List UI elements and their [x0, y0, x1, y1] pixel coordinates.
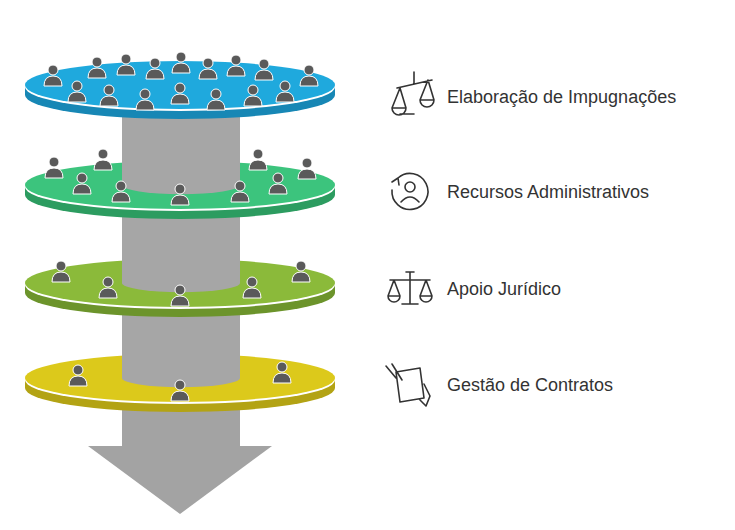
person-icon	[175, 184, 185, 194]
person-icon	[104, 85, 114, 95]
person-icon	[269, 184, 287, 194]
person-icon	[140, 89, 150, 99]
person-icon	[92, 57, 102, 67]
person-icon	[175, 285, 185, 295]
person-icon	[49, 157, 59, 167]
person-icon	[199, 69, 217, 79]
disc-top	[25, 61, 335, 109]
person-icon	[203, 58, 213, 68]
person-icon	[249, 160, 267, 170]
person-icon	[175, 380, 185, 390]
person-icon	[244, 96, 262, 106]
person-icon	[292, 272, 310, 282]
person-icon	[136, 100, 154, 110]
person-icon	[277, 362, 287, 372]
person-icon	[72, 81, 82, 91]
person-icon	[112, 192, 130, 202]
person-icon	[56, 261, 66, 271]
person-icon	[77, 173, 87, 183]
person-icon	[171, 391, 189, 401]
person-icon	[116, 181, 126, 191]
person-icon	[94, 160, 112, 170]
contract-icon	[386, 364, 430, 406]
person-icon	[304, 65, 314, 75]
side-icons	[386, 72, 434, 406]
person-icon	[211, 89, 221, 99]
person-icon	[255, 70, 273, 80]
disc-stack	[25, 52, 335, 514]
person-icon	[172, 63, 190, 73]
person-icon	[171, 94, 189, 104]
person-icon	[248, 85, 258, 95]
person-icon	[227, 66, 245, 76]
person-icon	[273, 373, 291, 383]
person-icon	[259, 59, 269, 69]
person-icon	[45, 168, 63, 178]
person-icon	[171, 296, 189, 306]
layer-label: Apoio Jurídico	[447, 278, 561, 300]
person-icon	[73, 365, 83, 375]
person-icon	[69, 376, 87, 386]
person-icon	[298, 169, 316, 179]
person-icon	[103, 277, 113, 287]
appeal-icon	[392, 173, 428, 209]
person-icon	[117, 65, 135, 75]
person-icon	[247, 277, 257, 287]
person-icon	[150, 58, 160, 68]
person-icon	[296, 261, 306, 271]
legal-icon	[388, 272, 432, 304]
person-icon	[68, 92, 86, 102]
person-icon	[121, 54, 131, 64]
arrow-head	[88, 446, 272, 514]
person-icon	[88, 68, 106, 78]
person-icon	[280, 81, 290, 91]
scale-icon	[392, 72, 434, 115]
person-icon	[146, 69, 164, 79]
person-icon	[231, 55, 241, 65]
person-icon	[300, 76, 318, 86]
layer-label: Recursos Administrativos	[447, 181, 649, 203]
person-icon	[100, 96, 118, 106]
person-icon	[48, 65, 58, 75]
person-icon	[98, 149, 108, 159]
layer-label: Gestão de Contratos	[447, 374, 613, 396]
person-icon	[231, 192, 249, 202]
person-icon	[175, 83, 185, 93]
cylinder-segment	[122, 85, 240, 194]
person-icon	[235, 181, 245, 191]
person-icon	[243, 288, 261, 298]
person-icon	[171, 195, 189, 205]
layer-label: Elaboração de Impugnações	[447, 86, 676, 108]
person-icon	[207, 100, 225, 110]
person-icon	[176, 52, 186, 62]
person-icon	[302, 158, 312, 168]
person-icon	[276, 92, 294, 102]
person-icon	[253, 149, 263, 159]
person-icon	[73, 184, 91, 194]
person-icon	[99, 288, 117, 298]
person-icon	[273, 173, 283, 183]
person-icon	[44, 76, 62, 86]
person-icon	[52, 272, 70, 282]
